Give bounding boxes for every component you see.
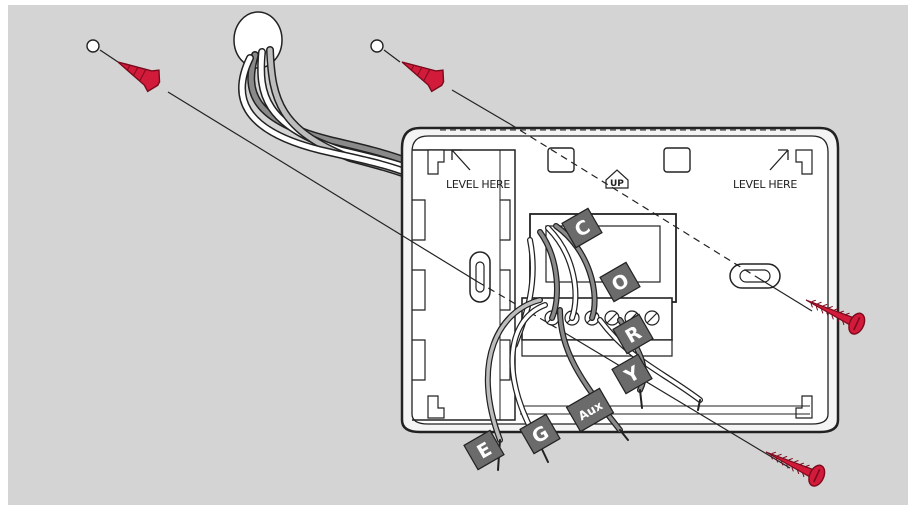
wire-tag-y: Y xyxy=(611,353,653,395)
up-indicator: UP xyxy=(605,169,629,189)
top-clip-right xyxy=(663,147,691,173)
arrow-up-right-icon xyxy=(769,149,789,171)
level-indicator-right: LEVEL HERE xyxy=(733,149,798,191)
wire-tag-aux: Aux xyxy=(565,387,615,433)
wire-tag-o: O xyxy=(599,261,641,303)
up-label: UP xyxy=(610,179,624,189)
top-clip-left xyxy=(547,147,575,173)
wire-tag-e: E xyxy=(463,429,505,471)
wire-tag-c: C xyxy=(561,207,603,249)
wall-hole-left xyxy=(86,39,100,53)
level-label-left: LEVEL HERE xyxy=(446,178,510,191)
wire-tag-r: R xyxy=(612,313,654,355)
up-arrow-icon xyxy=(605,169,629,189)
wire-tag-g: G xyxy=(519,413,561,455)
arrow-up-left-icon xyxy=(451,149,471,171)
alignment-guides xyxy=(99,49,813,469)
level-indicator-left: LEVEL HERE xyxy=(446,149,511,191)
wall-hole-right xyxy=(370,39,384,53)
level-label-right: LEVEL HERE xyxy=(733,178,797,191)
